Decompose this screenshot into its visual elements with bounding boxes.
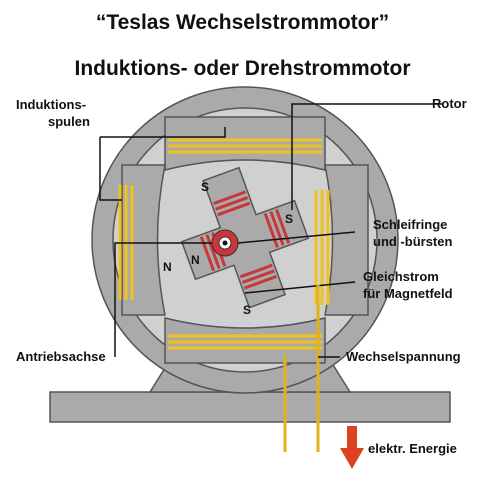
title-line-2: Induktions- oder Drehstrommotor bbox=[74, 57, 411, 80]
label-gleichstrom-1: Gleichstrom bbox=[363, 269, 439, 284]
label-energie: elektr. Energie bbox=[368, 441, 457, 456]
label-wechselspannung: Wechselspannung bbox=[346, 349, 461, 364]
label-antriebsachse: Antriebsachse bbox=[16, 349, 106, 364]
energy-arrow bbox=[340, 426, 364, 469]
label-rotor: Rotor bbox=[432, 96, 467, 111]
label-schleifringe-2: und -bürsten bbox=[373, 234, 453, 249]
label-induktionsspulen-1: Induktions- bbox=[16, 97, 87, 112]
output-wires bbox=[283, 285, 320, 452]
pole-bottom-left: N bbox=[191, 253, 200, 267]
pole-right: S bbox=[285, 212, 293, 226]
leader-lines bbox=[99, 103, 442, 357]
title-line-1: “Teslas Wechselstrommotor” bbox=[95, 11, 390, 34]
label-schleifringe-1: Schleifringe bbox=[373, 217, 448, 232]
pole-top: S bbox=[201, 180, 209, 194]
label-gleichstrom-2: für Magnetfeld bbox=[363, 286, 453, 301]
label-induktionsspulen-2: spulen bbox=[48, 114, 90, 129]
pole-bottom: S bbox=[243, 303, 251, 317]
pole-left: N bbox=[163, 260, 172, 274]
base-plate bbox=[49, 391, 451, 423]
